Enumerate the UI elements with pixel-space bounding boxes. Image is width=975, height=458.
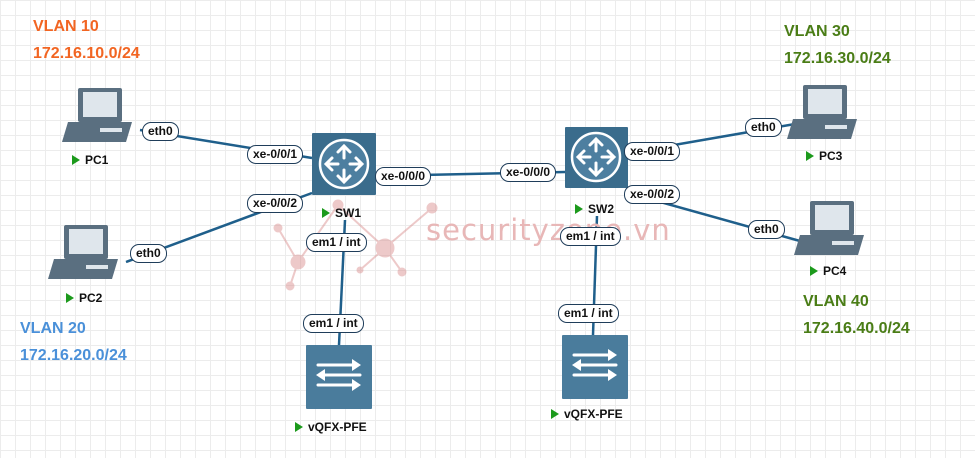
pfe2-label: vQFX-PFE (551, 407, 623, 421)
router-arrows-icon (575, 136, 617, 178)
pc4-icon[interactable] (794, 201, 864, 255)
vlan-20-block: VLAN 20 172.16.20.0/24 (20, 320, 127, 365)
pc3-label: PC3 (806, 149, 842, 163)
status-play-icon (551, 409, 559, 419)
iface-pfe2-em1[interactable]: em1 / int (558, 304, 619, 323)
vlan-10-title: VLAN 10 (33, 18, 99, 35)
vlan-10-subnet: 172.16.10.0/24 (33, 45, 140, 62)
iface-sw2-em1[interactable]: em1 / int (560, 227, 621, 246)
router-arrows-icon (323, 143, 365, 185)
switch-arrows-icon (572, 349, 618, 381)
router-sw2[interactable] (565, 127, 628, 188)
iface-pc2-eth0[interactable]: eth0 (130, 244, 167, 263)
vlan-40-subnet: 172.16.40.0/24 (803, 320, 910, 337)
pc3-icon[interactable] (787, 85, 857, 139)
pc2-label: PC2 (66, 291, 102, 305)
pc1-label: PC1 (72, 153, 108, 167)
switch-pfe1[interactable] (306, 345, 372, 409)
status-play-icon (810, 266, 818, 276)
iface-sw1-xe-0-0-0[interactable]: xe-0/0/0 (375, 167, 432, 186)
iface-sw2-xe-0-0-0[interactable]: xe-0/0/0 (500, 163, 557, 182)
vlan-10-block: VLAN 10 172.16.10.0/24 (33, 18, 140, 63)
router-sw1[interactable] (312, 133, 376, 195)
vlan-30-title: VLAN 30 (784, 23, 850, 40)
switch-arrows-icon (316, 359, 362, 391)
iface-pfe1-em1[interactable]: em1 / int (303, 314, 364, 333)
status-play-icon (322, 208, 330, 218)
watermark-logo (273, 199, 438, 291)
sw2-label: SW2 (575, 202, 614, 216)
switch-pfe2[interactable] (562, 335, 628, 399)
status-play-icon (66, 293, 74, 303)
vlan-30-block: VLAN 30 172.16.30.0/24 (784, 23, 891, 68)
vlan-40-block: VLAN 40 172.16.40.0/24 (803, 293, 910, 338)
pc2-icon[interactable] (48, 225, 118, 279)
watermark-text: securityzone.vn (426, 213, 671, 247)
iface-sw1-em1[interactable]: em1 / int (306, 233, 367, 252)
vlan-20-title: VLAN 20 (20, 320, 86, 337)
pfe1-label: vQFX-PFE (295, 420, 367, 434)
status-play-icon (295, 422, 303, 432)
vlan-20-subnet: 172.16.20.0/24 (20, 347, 127, 364)
iface-sw1-xe-0-0-2[interactable]: xe-0/0/2 (247, 194, 304, 213)
vlan-40-title: VLAN 40 (803, 293, 869, 310)
iface-pc3-eth0[interactable]: eth0 (745, 118, 782, 137)
iface-sw2-xe-0-0-2[interactable]: xe-0/0/2 (624, 185, 681, 204)
vlan-30-subnet: 172.16.30.0/24 (784, 50, 891, 67)
status-play-icon (575, 204, 583, 214)
status-play-icon (806, 151, 814, 161)
sw1-label: SW1 (322, 206, 361, 220)
iface-sw2-xe-0-0-1[interactable]: xe-0/0/1 (624, 142, 681, 161)
pc4-label: PC4 (810, 264, 846, 278)
iface-pc4-eth0[interactable]: eth0 (748, 220, 785, 239)
status-play-icon (72, 155, 80, 165)
pc1-icon[interactable] (62, 88, 132, 142)
iface-pc1-eth0[interactable]: eth0 (142, 122, 179, 141)
iface-sw1-xe-0-0-1[interactable]: xe-0/0/1 (247, 145, 304, 164)
